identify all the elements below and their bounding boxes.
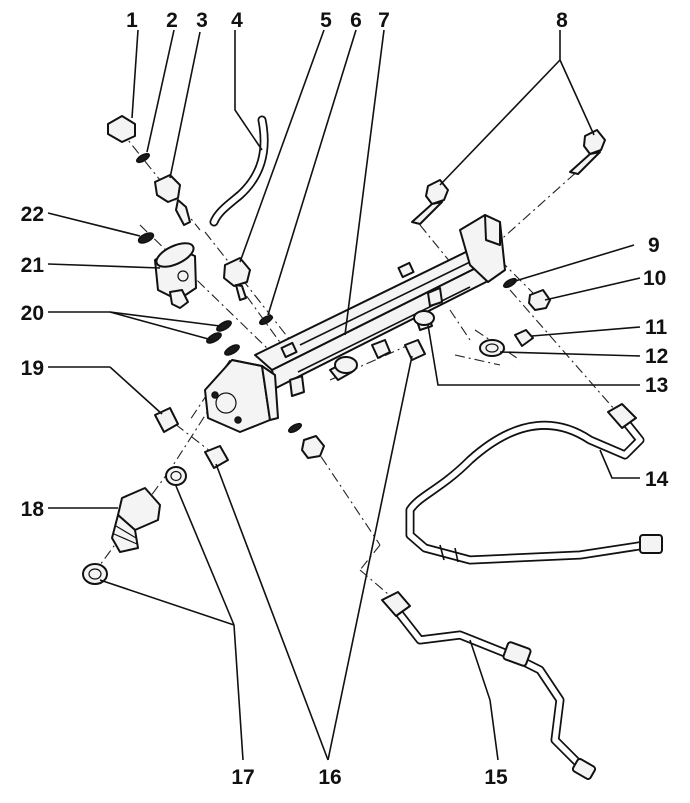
callout-5: 5: [320, 9, 332, 32]
callout-22: 22: [21, 203, 44, 226]
callout-15: 15: [484, 766, 508, 789]
callout-2: 2: [166, 9, 178, 32]
callout-17: 17: [231, 766, 254, 789]
callout-10: 10: [643, 267, 666, 290]
callout-20: 20: [21, 302, 44, 325]
callout-18: 18: [21, 498, 45, 521]
bolts: [411, 129, 606, 225]
callout-12: 12: [645, 345, 668, 368]
fuel-rail: [204, 214, 506, 433]
callout-6: 6: [350, 9, 362, 32]
callout-labels: 1 2 3 4 5 6 7 8 9 10 11 12 13 14 15 16 1…: [21, 9, 669, 789]
callout-19: 19: [21, 357, 44, 380]
fuel-line-upper: [405, 403, 663, 565]
callout-11: 11: [645, 316, 668, 339]
callout-1: 1: [126, 9, 138, 32]
parts-top-left: [107, 115, 273, 356]
fuel-line-lower: [381, 591, 597, 780]
callout-14: 14: [645, 468, 669, 491]
callout-3: 3: [196, 9, 208, 32]
callout-7: 7: [378, 9, 390, 32]
parts-right: [288, 277, 551, 459]
parts-left: [82, 339, 426, 585]
callout-4: 4: [231, 9, 243, 32]
callout-8: 8: [556, 9, 568, 32]
leader-lines: [47, 29, 641, 761]
callout-13: 13: [645, 374, 668, 397]
callout-16: 16: [318, 766, 341, 789]
callout-21: 21: [21, 254, 45, 277]
callout-9: 9: [648, 234, 660, 257]
